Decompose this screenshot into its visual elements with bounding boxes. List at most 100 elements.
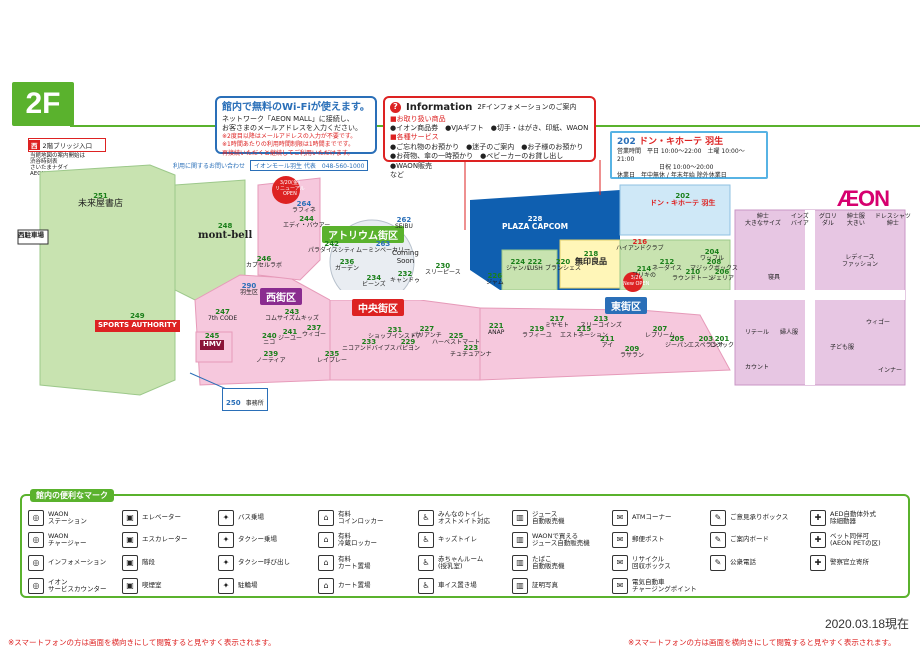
- store-217[interactable]: 217 ミヤモト: [545, 315, 569, 330]
- store-240[interactable]: 240 ニコ: [262, 332, 277, 347]
- store-222[interactable]: 222 LUSH: [527, 258, 543, 273]
- store-name: パラダイスシティ: [308, 247, 356, 254]
- store-name: ネーダイス: [652, 265, 682, 272]
- store-208[interactable]: 208 マジックボックス: [690, 258, 738, 273]
- store-name: スリーコインズ: [580, 322, 622, 329]
- store-name: ショップインストア: [368, 333, 422, 340]
- store-203[interactable]: 203 エスペランサ: [688, 335, 724, 350]
- store-242[interactable]: 242 パラダイスシティ: [308, 240, 355, 255]
- store-231[interactable]: 231 ショップインストア: [368, 326, 422, 341]
- store-204[interactable]: 204 ワッフル: [700, 248, 724, 263]
- store-248[interactable]: 248 mont-bell: [198, 222, 252, 241]
- store-201[interactable]: 201 ロジック: [710, 335, 734, 350]
- store-249[interactable]: 249 SPORTS AUTHORITY: [95, 312, 180, 332]
- legend-item: ⌂有料 カート置場: [318, 555, 371, 571]
- store-224[interactable]: 224 ジャンパ: [506, 258, 530, 273]
- store-name: カプセルラボ: [246, 262, 283, 269]
- wifi-line-5: 再接続いただくと継続してご利用いただけます。: [222, 149, 354, 157]
- store-243[interactable]: 243 コムサイズムキッズ: [265, 308, 319, 323]
- store-num: 220: [555, 258, 571, 266]
- store-251[interactable]: 251 未来屋書店: [78, 192, 123, 210]
- west-bridge-entrance: 西 2階ブリッジ入口: [28, 138, 106, 152]
- legend-label: WAON チャージャー: [48, 531, 87, 547]
- legend-label: 公衆電話: [730, 558, 756, 567]
- legend-label: バス乗場: [238, 513, 264, 522]
- store-name: ジャンパ: [506, 265, 530, 272]
- store-num: 230: [435, 262, 451, 270]
- store-name: レイプレー: [317, 357, 348, 364]
- don-quijote-num: 202: [617, 137, 636, 147]
- store-221[interactable]: 221 ANAP: [488, 322, 504, 337]
- callout-renewal: 3/20(金) リニューアル OPEN: [275, 180, 305, 197]
- store-229[interactable]: 229 パピヨン: [396, 338, 420, 353]
- store-name: エストネーション: [560, 332, 608, 339]
- aeon-bedding: 寝具: [768, 274, 781, 281]
- store-239[interactable]: 239 ノーティア: [256, 350, 286, 365]
- info-services-row-1: ●ご忘れ物のお預かり ●迷子のご案内 ●お子様のお預かり: [390, 142, 584, 151]
- store-245[interactable]: 245 HMV: [200, 332, 225, 350]
- legend-label: 証明写真: [532, 581, 558, 590]
- don-quijote-hours-1: 営業時間 平日 10:00～22:00 土曜 10:00～21:00: [617, 148, 745, 164]
- store-246[interactable]: 246 カプセルラボ: [246, 255, 282, 270]
- store-name: エスペランサ: [688, 342, 724, 349]
- store-name: キャンドゥ: [390, 277, 421, 284]
- zone-center: 中央街区: [352, 299, 404, 316]
- store-216[interactable]: 216 ハイアンドクラブ: [616, 238, 664, 253]
- store-234[interactable]: 234 ビーンズ: [362, 274, 386, 289]
- store-num: 233: [361, 338, 377, 346]
- store-236[interactable]: 236 ガーデン: [335, 258, 359, 273]
- legend-label: ご意見承りボックス: [730, 513, 789, 522]
- store-num: 246: [256, 255, 272, 263]
- store-211[interactable]: 211 アイ: [600, 335, 615, 350]
- store-233[interactable]: 233 ニコアンドバイブス: [342, 338, 396, 353]
- store-250[interactable]: 250 事務所: [222, 388, 268, 411]
- aeon-mid-3: 婦人服: [780, 329, 799, 336]
- legend-symbol-icon: ✎: [710, 510, 726, 526]
- store-215[interactable]: 215 エストネーション: [560, 325, 608, 340]
- legend-symbol-icon: ▥: [512, 510, 528, 526]
- legend-label: 階段: [142, 558, 155, 567]
- store-name: パピヨン: [396, 345, 421, 352]
- store-name: PLAZA CAPCOM: [502, 222, 569, 231]
- store-264[interactable]: 264 ラフィネ: [292, 200, 316, 215]
- store-212[interactable]: 212 ネーダイス: [652, 258, 682, 273]
- store-228[interactable]: 228 PLAZA CAPCOM: [502, 215, 568, 231]
- store-241[interactable]: 241 ジーユー: [278, 328, 302, 343]
- store-237[interactable]: 237 ウィゴー: [302, 324, 326, 339]
- store-210[interactable]: 210 ラウンドトーン: [672, 268, 714, 283]
- legend-symbol-icon: ▣: [122, 510, 138, 526]
- don-quijote-hours-2: 日祝 10:00～20:00: [659, 164, 714, 172]
- store-209[interactable]: 209 ラサラン: [620, 345, 644, 360]
- store-206[interactable]: 206 ジェリア: [710, 268, 734, 283]
- store-225[interactable]: 225 ハーベストマート: [432, 332, 480, 347]
- store-262[interactable]: 262 SEIBU: [395, 216, 413, 231]
- store-247[interactable]: 247 7th CODE: [208, 308, 237, 323]
- legend-item: ✦タクシー乗場: [218, 532, 277, 548]
- store-263[interactable]: 263 ムーミンベーカリー: [356, 240, 410, 255]
- store-name: ウィゴー: [302, 331, 327, 338]
- store-213[interactable]: 213 スリーコインズ: [580, 315, 622, 330]
- store-207[interactable]: 207 レプリーム: [645, 325, 675, 340]
- store-num: 228: [527, 215, 543, 223]
- store-205[interactable]: 205 ジーパン: [665, 335, 689, 350]
- info-services-row-3: など: [390, 171, 404, 180]
- store-num: 242: [324, 240, 340, 248]
- store-226[interactable]: 226 ジャム: [486, 272, 504, 287]
- store-223[interactable]: 223 チュチュアンナ: [450, 344, 492, 359]
- store-214[interactable]: 214 ブリキの: [632, 265, 656, 280]
- store-244[interactable]: 244 エディ・バウアー: [283, 215, 330, 230]
- store-num: 201: [714, 335, 730, 343]
- aeon-top-row: 紳士 大きなサイズ インズ バイア グロリ ダル 紳士服 大きい ドレスシャツ …: [745, 213, 911, 227]
- store-220[interactable]: 220 ブランシェス: [545, 258, 581, 273]
- store-218[interactable]: 218 無印良品: [575, 250, 607, 267]
- wifi-line-2: お客さまのメールアドレスを入力ください。: [222, 123, 362, 132]
- store-num: 262: [396, 216, 412, 224]
- footnote-right: ※スマートフォンの方は画面を横向きにして閲覧すると見やすく表示されます。: [628, 638, 896, 647]
- store-235[interactable]: 235 レイプレー: [317, 350, 347, 365]
- store-232[interactable]: 232 キャンドゥ: [390, 270, 420, 285]
- store-219[interactable]: 219 ラフィーユ: [522, 325, 552, 340]
- store-230[interactable]: 230 スリーピース: [425, 262, 461, 277]
- store-290[interactable]: 290 羽生区: [240, 282, 258, 297]
- store-202[interactable]: 202 ドン・キホーテ 羽生: [650, 192, 715, 208]
- store-227[interactable]: 227 パリアンチ: [412, 325, 442, 340]
